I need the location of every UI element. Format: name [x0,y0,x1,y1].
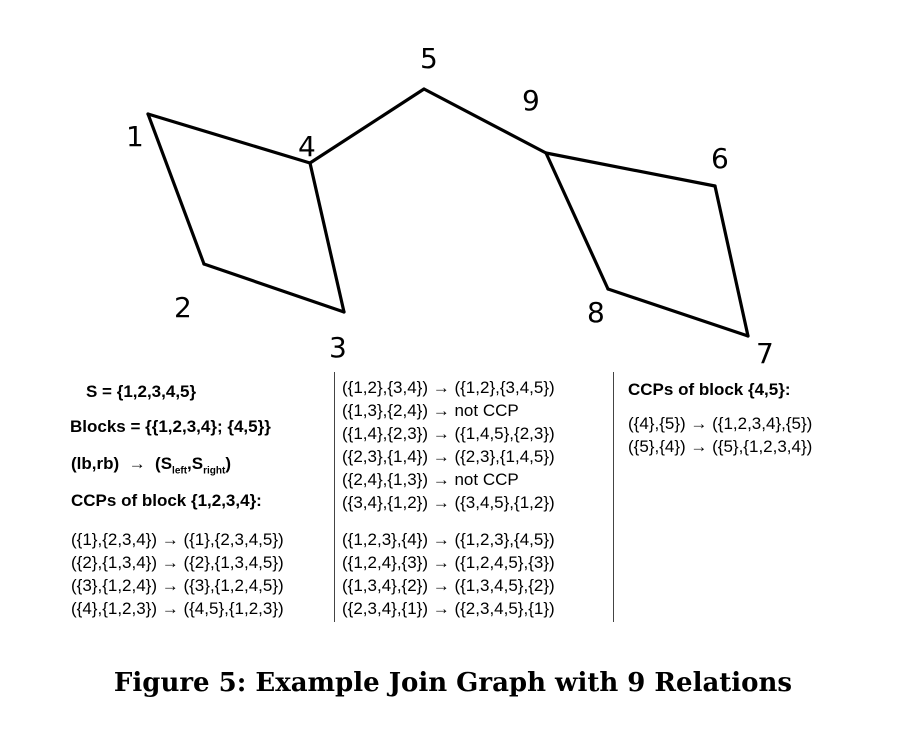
list-item: ({4},{5}) → ({1,2,3,4},{5}) [628,414,813,433]
edge-1-2 [146,112,206,266]
edge-5-9 [422,87,548,155]
node-label-9: 9 [522,84,540,117]
list-item: ({5},{4}) → ({5},{1,2,3,4}) [628,437,813,456]
right-ccp-list: ({4},{5}) → ({1,2,3,4},{5}) ({5},{4}) → … [628,412,812,458]
edge-9-6 [544,151,717,188]
node-label-5: 5 [420,42,438,75]
list-item: ({3},{1,2,4}) → ({3},{1,2,4,5}) [71,576,284,595]
mapping-label: (lb,rb) → (Sleft,Sright) [71,454,231,476]
edge-4-5 [308,87,426,165]
mapping-prefix: (lb,rb) → (S [71,454,173,473]
graph-edges [146,87,750,338]
node-label-8: 8 [587,296,605,329]
edge-1-4 [146,112,312,165]
node-label-6: 6 [711,142,729,175]
edge-4-3 [308,161,346,314]
edge-8-7 [606,287,750,338]
node-label-7: 7 [756,337,774,370]
node-label-3: 3 [329,331,347,364]
figure-caption: Figure 5: Example Join Graph with 9 Rela… [113,668,793,698]
mapping-right-sub: right [203,465,226,477]
graph-node-labels: 1 2 3 4 5 6 7 8 9 [126,42,774,370]
list-item: ({2,4},{1,3}) → not CCP [342,470,519,489]
list-item: ({4},{1,2,3}) → ({4,5},{1,2,3}) [71,599,284,618]
mapping-left-sub: left [172,465,188,477]
column-divider-left [334,372,335,622]
node-label-4: 4 [298,130,316,163]
column-divider-right [613,372,614,622]
s-set-label: S = {1,2,3,4,5} [86,382,197,401]
list-item: ({2,3},{1,4}) → ({2,3},{1,4,5}) [342,447,555,466]
edge-9-8 [544,151,610,291]
blocks-label: Blocks = {{1,2,3,4}; {4,5}} [70,417,271,436]
mapping-comma: ,S [187,454,204,473]
mapping-suffix: ) [225,454,231,473]
middle-bottom-ccp-list: ({1,2,3},{4}) → ({1,2,3},{4,5}) ({1,2,4}… [342,528,555,620]
left-ccp-list: ({1},{2,3,4}) → ({1},{2,3,4,5}) ({2},{1,… [71,528,284,620]
list-item: ({2},{1,3,4}) → ({2},{1,3,4,5}) [71,553,284,572]
ccp-block1-title: CCPs of block {1,2,3,4}: [71,491,262,510]
list-item: ({1,2},{3,4}) → ({1,2},{3,4,5}) [342,378,555,397]
edge-6-7 [713,184,750,338]
list-item: ({1},{2,3,4}) → ({1},{2,3,4,5}) [71,530,284,549]
list-item: ({1,4},{2,3}) → ({1,4,5},{2,3}) [342,424,555,443]
node-label-2: 2 [174,291,192,324]
list-item: ({1,2,3},{4}) → ({1,2,3},{4,5}) [342,530,555,549]
list-item: ({3,4},{1,2}) → ({3,4,5},{1,2}) [342,493,555,512]
list-item: ({1,2,4},{3}) → ({1,2,4,5},{3}) [342,553,555,572]
middle-top-ccp-list: ({1,2},{3,4}) → ({1,2},{3,4,5}) ({1,3},{… [342,376,555,514]
ccp-block2-title: CCPs of block {4,5}: [628,380,791,399]
node-label-1: 1 [126,120,144,153]
list-item: ({2,3,4},{1}) → ({2,3,4,5},{1}) [342,599,555,618]
list-item: ({1,3,4},{2}) → ({1,3,4,5},{2}) [342,576,555,595]
edge-2-3 [202,262,346,314]
list-item: ({1,3},{2,4}) → not CCP [342,401,519,420]
join-graph: 1 2 3 4 5 6 7 8 9 [126,42,774,370]
